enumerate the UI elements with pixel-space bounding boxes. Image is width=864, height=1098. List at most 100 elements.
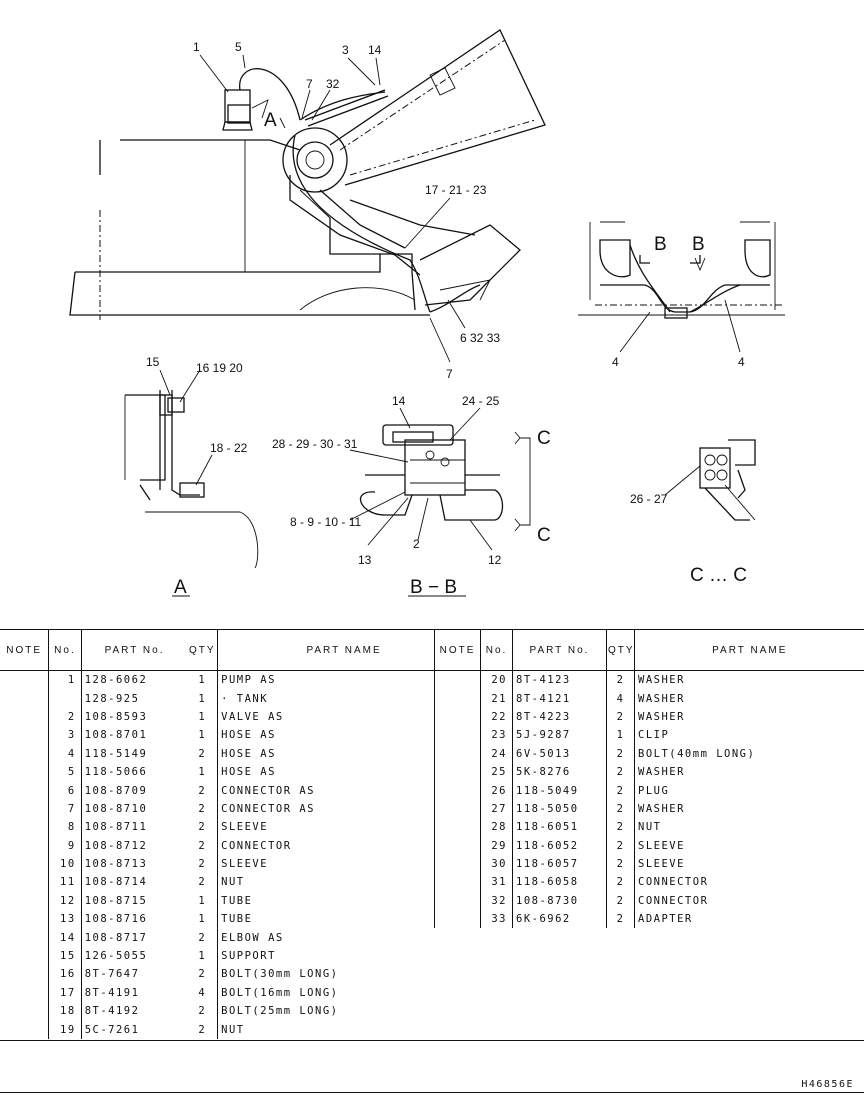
cell-qty: 1 xyxy=(198,766,207,779)
cell-no: 4 xyxy=(48,744,82,763)
cell-no: 1 xyxy=(48,670,82,690)
cell-no: 10 xyxy=(48,854,82,874)
view-bb-detail xyxy=(360,424,531,532)
cell-qty: 2 xyxy=(606,744,635,763)
callout-32-top: 32 xyxy=(326,77,340,91)
cell-part: 126-5055 xyxy=(80,946,188,966)
cell-no: 33 xyxy=(480,910,513,929)
cell-no: 8 xyxy=(48,818,82,837)
cell-part: 108-8710 xyxy=(80,799,188,819)
cell-note xyxy=(0,818,49,836)
cell-note xyxy=(0,708,49,726)
drawing-code: H46856E xyxy=(801,1079,854,1090)
cell-qty: 2 xyxy=(198,839,207,852)
callout-labels: 1 5 3 14 7 32 A 17 - 21 - 23 6 32 33 7 4… xyxy=(146,40,745,567)
cell-qty: 2 xyxy=(198,858,207,871)
cell-part: 5C-7261 xyxy=(80,1020,188,1039)
callout-26-27: 26 - 27 xyxy=(630,492,668,506)
cell-part: 8T-4192 xyxy=(80,1002,188,1021)
cell-no: 31 xyxy=(480,873,513,892)
cell-part: 118-5050 xyxy=(512,799,607,819)
cell-name: SLEEVE xyxy=(217,854,470,874)
view-title-a: A xyxy=(174,577,187,598)
view-a-detail xyxy=(124,390,259,569)
cell-name: CONNECTOR xyxy=(217,836,470,855)
cell-note xyxy=(434,762,481,782)
cell-name: PLUG xyxy=(634,781,864,800)
callout-4-left: 4 xyxy=(612,355,619,369)
cell-no xyxy=(48,689,82,708)
callout-14-bb: 14 xyxy=(392,394,406,408)
cell-no: 13 xyxy=(48,910,82,929)
cell-qty: 2 xyxy=(606,836,635,855)
cell-name: SLEEVE xyxy=(634,836,864,855)
cell-note xyxy=(0,671,49,690)
cell-note xyxy=(434,744,481,763)
cell-name: BOLT(25mm LONG) xyxy=(217,1002,470,1021)
cell-no: 17 xyxy=(48,983,82,1003)
header-part-no-right: PART No. xyxy=(512,630,607,671)
cell-part: 118-5066 xyxy=(80,762,188,782)
cell-no: 12 xyxy=(48,891,82,911)
cell-name: CONNECTOR xyxy=(634,873,864,892)
cell-note xyxy=(434,836,481,855)
cell-name: HOSE AS xyxy=(217,762,470,782)
cell-note xyxy=(0,910,49,928)
cell-no: 30 xyxy=(480,854,513,874)
cell-qty: 2 xyxy=(606,873,635,892)
callout-7-top: 7 xyxy=(306,77,313,91)
cell-name: TUBE xyxy=(217,910,470,929)
cell-part: 108-8709 xyxy=(80,781,188,800)
callout-2: 2 xyxy=(413,537,420,551)
callout-13: 13 xyxy=(358,553,372,567)
cell-part: 8T-4223 xyxy=(512,707,607,727)
cell-name: WASHER xyxy=(634,707,864,727)
cell-note xyxy=(0,781,49,799)
cell-name: TUBE xyxy=(217,891,470,911)
section-b-left: B xyxy=(654,234,667,255)
callout-7-bottom: 7 xyxy=(446,367,453,381)
cell-note xyxy=(434,781,481,800)
cell-part: 108-8714 xyxy=(80,873,188,892)
cell-note xyxy=(434,873,481,892)
cell-qty: 2 xyxy=(606,910,635,929)
cell-no: 7 xyxy=(48,799,82,819)
cell-note xyxy=(434,891,481,911)
rear-view xyxy=(578,221,785,319)
cell-part: 118-6052 xyxy=(512,836,607,855)
cell-part: 128-925 xyxy=(80,689,188,708)
cell-name: BOLT(16mm LONG) xyxy=(217,983,470,1003)
view-title-cc: C … C xyxy=(690,565,747,586)
cell-name: WASHER xyxy=(634,762,864,782)
view-titles: A B − B C … C xyxy=(172,565,747,598)
cell-qty: 1 xyxy=(198,729,207,742)
cell-no: 32 xyxy=(480,891,513,911)
cell-qty: 2 xyxy=(606,891,635,911)
cell-note xyxy=(434,799,481,819)
header-note-right: NOTE xyxy=(434,630,481,671)
cell-no: 6 xyxy=(48,781,82,800)
header-no: No. xyxy=(48,630,82,671)
cell-part: 6V-5013 xyxy=(512,744,607,763)
section-c-top: C xyxy=(537,428,551,449)
cell-note xyxy=(0,726,49,744)
cell-qty: 1 xyxy=(198,913,207,926)
callout-4-right: 4 xyxy=(738,355,745,369)
cell-no: 9 xyxy=(48,836,82,855)
cell-no: 20 xyxy=(480,670,513,690)
header-part-no: PART No. xyxy=(80,630,188,671)
cell-no: 5 xyxy=(48,762,82,782)
callout-28-31: 28 - 29 - 30 - 31 xyxy=(272,437,358,451)
cell-part: 108-8716 xyxy=(80,910,188,929)
